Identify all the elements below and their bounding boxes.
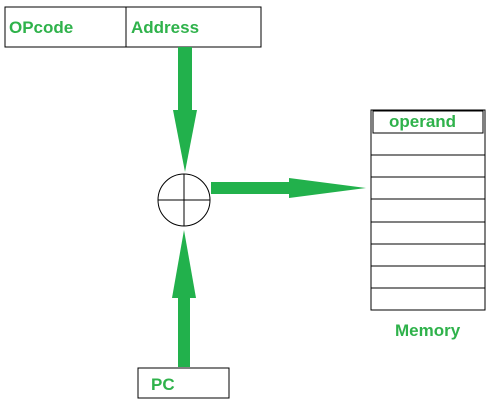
opcode-field: [4, 6, 127, 48]
memory: operand Memory: [370, 109, 486, 340]
arrow-shaft: [178, 292, 190, 367]
arrow-shaft: [178, 47, 192, 113]
operand-cell: [372, 110, 484, 134]
adder: [157, 173, 211, 227]
arrow-pc-to-adder: [172, 230, 196, 367]
memory-border: [370, 109, 486, 311]
memory-cells: [371, 154, 485, 289]
pc-register: PC: [137, 367, 230, 399]
operand-label: operand: [389, 112, 456, 131]
memory-label: Memory: [395, 321, 461, 340]
pc-label: PC: [151, 375, 175, 394]
arrow-head: [172, 230, 196, 298]
arrow-address-to-adder: [173, 47, 197, 172]
instruction-register: OPcode Address: [4, 6, 262, 48]
address-label: Address: [131, 18, 199, 37]
pc-box: [137, 367, 230, 399]
opcode-label: OPcode: [9, 18, 73, 37]
arrow-head: [173, 110, 197, 172]
arrow-adder-to-memory: [211, 178, 366, 198]
arrow-shaft: [211, 182, 293, 194]
address-field: [125, 6, 262, 48]
arrow-head: [289, 178, 366, 198]
